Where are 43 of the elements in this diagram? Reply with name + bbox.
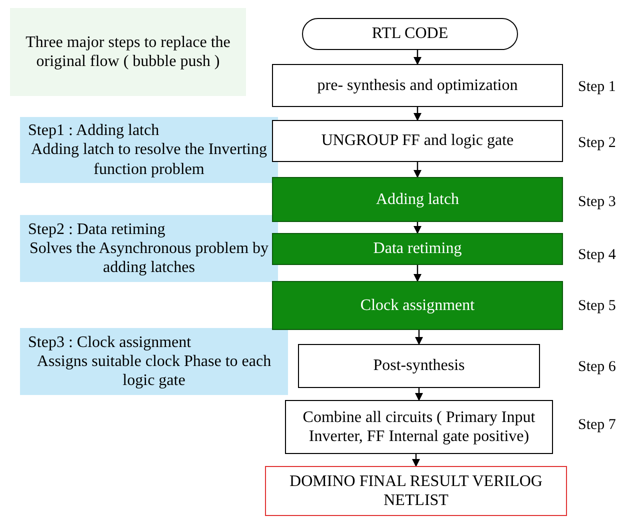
box-text: Data retiming [373, 239, 462, 259]
arrow [414, 222, 422, 234]
arrow [414, 265, 422, 282]
box-text: Combine all circuits ( Primary Input Inverter, FF Internal gate positive) [302, 408, 536, 446]
process-box [272, 120, 563, 162]
step-label: Step 6 [578, 358, 616, 376]
step-label: Step 1 [578, 78, 616, 96]
note-box [20, 328, 288, 395]
box-text: UNGROUP FF and logic gate [321, 131, 514, 151]
step-label: Step 3 [578, 193, 616, 211]
arrow [415, 330, 423, 345]
step-label: Step 2 [578, 134, 616, 152]
note-box [20, 215, 278, 282]
box-text: Post-synthesis [373, 356, 465, 376]
box-text: Adding latch to resolve the Inverting function problem [30, 140, 268, 179]
box-text: Clock assignment [360, 296, 475, 316]
box-text: Assigns suitable clock Phase to each logic gate [36, 352, 272, 390]
terminal-box [302, 18, 518, 50]
process-box [272, 177, 563, 222]
box-text: Three major steps to replace the original flow ( bubble push ) [24, 32, 232, 72]
process-box [272, 64, 563, 107]
process-box [272, 233, 563, 265]
arrow [414, 107, 422, 121]
step-label: Step 7 [578, 416, 616, 434]
process-box [298, 344, 540, 388]
arrow [414, 50, 422, 65]
note-heading: Step1 : Adding latch [27, 121, 160, 140]
box-text: pre- synthesis and optimization [317, 76, 518, 96]
arrow [414, 162, 422, 178]
note-box [20, 117, 278, 183]
box-text: Solves the Asynchronous problem by adding latches [28, 238, 270, 278]
box-text: Adding latch [376, 190, 460, 210]
note-heading: Step3 : Clock assignment [27, 332, 192, 352]
result-box [265, 466, 567, 516]
step-label: Step 5 [578, 297, 616, 315]
box-text: DOMINO FINAL RESULT VERILOG NETLIST [288, 472, 544, 510]
step-label: Step 4 [578, 246, 616, 264]
process-box [285, 400, 553, 454]
box-text: RTL CODE [372, 24, 448, 44]
arrow [412, 454, 420, 467]
note-heading: Step2 : Data retiming [27, 220, 166, 239]
process-box [272, 281, 563, 330]
arrow [415, 388, 423, 401]
